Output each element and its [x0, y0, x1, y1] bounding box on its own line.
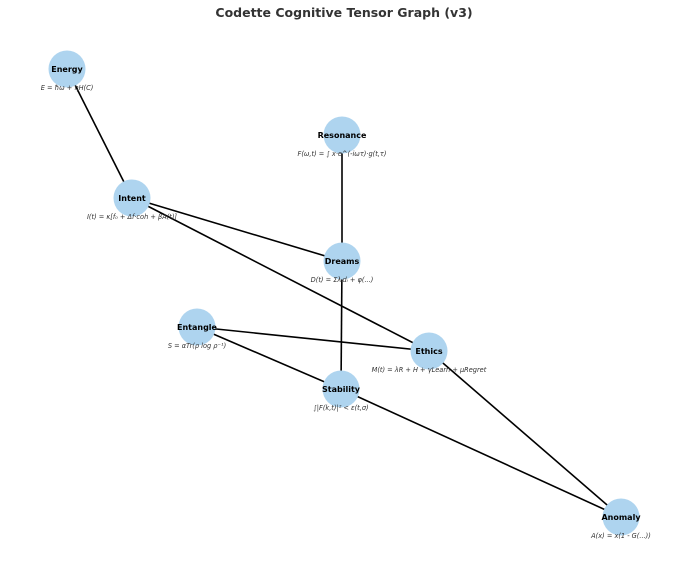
node-label-resonance: Resonance — [318, 131, 367, 140]
node-anomaly — [602, 498, 640, 536]
node-stability — [322, 370, 360, 408]
node-label-anomaly: Anomaly — [601, 513, 641, 522]
node-label-entangle: Entangle — [177, 323, 218, 332]
edge-dreams-stability — [340, 260, 343, 390]
edge-intent-ethics — [131, 197, 430, 352]
node-ethics — [410, 332, 448, 370]
formula-label-stability: ∫|F(k,t)|² < ε(t,σ) — [313, 404, 368, 412]
node-dreams — [323, 242, 361, 280]
edge-energy-intent — [66, 68, 133, 199]
graph-title: Codette Cognitive Tensor Graph (v3) — [215, 5, 472, 20]
edge-ethics-anomaly — [428, 350, 622, 518]
formula-label-intent: I(t) = κ[f₀ + Δf·coh + βA(t)] — [87, 213, 177, 221]
node-entangle — [178, 308, 216, 346]
edge-entangle-ethics — [196, 326, 430, 352]
node-resonance — [323, 116, 361, 154]
nodes-layer — [48, 50, 640, 536]
formula-label-energy: E = ħω + ηH(C) — [41, 84, 94, 92]
node-label-energy: Energy — [51, 65, 83, 74]
node-label-ethics: Ethics — [415, 347, 442, 356]
edges-layer — [66, 68, 622, 518]
edge-intent-dreams — [131, 197, 343, 262]
node-intent — [113, 179, 151, 217]
node-label-intent: Intent — [118, 194, 146, 203]
formula-label-dreams: D(t) = Σλᵢdᵢ + φ(...) — [311, 276, 374, 284]
edge-stability-anomaly — [340, 388, 622, 518]
formula-label-anomaly: A(x) = x(1 - G(...)) — [590, 532, 651, 540]
formula-label-ethics: M(t) = λR + H + γLearn + μRegret — [372, 366, 487, 374]
node-energy — [48, 50, 86, 88]
formula-label-entangle: S = αTr(ρ log ρ⁻¹) — [168, 342, 226, 350]
edge-entangle-stability — [196, 326, 342, 390]
node-label-stability: Stability — [322, 385, 361, 394]
node-label-dreams: Dreams — [325, 257, 360, 266]
formula-label-resonance: F(ω,t) = ∫ x·e^(-iωτ)·g(t,τ) — [298, 150, 387, 158]
